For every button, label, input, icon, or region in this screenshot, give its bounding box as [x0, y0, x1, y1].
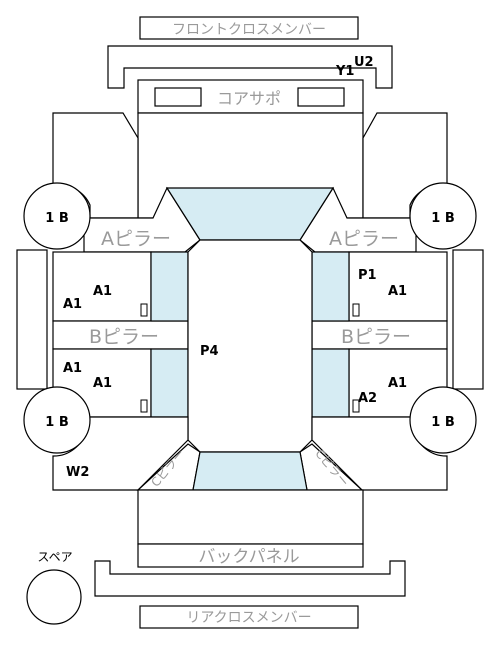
code-y1: Y1	[335, 64, 354, 79]
code-left-rear-a1-upper: A1	[63, 361, 82, 376]
trunk-lid	[137, 489, 364, 545]
back-panel-label: バックパネル	[198, 547, 299, 567]
front-bumper	[107, 45, 393, 89]
code-left-rear-a1-lower: A1	[93, 376, 112, 391]
a-pillar-right-label: Aピラー	[329, 228, 399, 250]
b-pillar-right	[311, 320, 448, 350]
right-front-door	[348, 251, 448, 322]
code-rear-left-w2: W2	[66, 465, 89, 480]
rear-cross-member-box	[139, 605, 359, 629]
rear-cross-member-label: リアクロスメンバー	[186, 610, 311, 626]
a-pillar-left-label: Aピラー	[101, 228, 171, 250]
back-panel-box	[137, 543, 364, 568]
code-right-front-p1: P1	[358, 268, 377, 283]
code-roof-p4: P4	[200, 344, 219, 359]
wheel-front-left-code: 1 B	[45, 211, 68, 226]
wheel-rear-left-code: 1 B	[45, 415, 68, 430]
right-front-door-handle	[352, 303, 360, 317]
code-right-rear-a1: A1	[388, 376, 407, 391]
wheel-rear-right-code: 1 B	[431, 415, 454, 430]
wheel-front-left	[23, 182, 91, 250]
core-support-label: コアサポ	[217, 89, 281, 108]
right-rear-window	[311, 348, 350, 418]
code-left-front-a1-upper: A1	[93, 284, 112, 299]
left-rear-window	[150, 348, 189, 418]
left-front-window	[150, 251, 189, 322]
right-rear-door-handle	[352, 399, 360, 413]
b-pillar-right-label: Bピラー	[341, 326, 411, 348]
spare-tire	[26, 569, 82, 625]
wheel-front-right	[409, 182, 477, 250]
headlight-right	[297, 87, 345, 107]
rear-bumper	[94, 560, 406, 597]
left-rear-door-handle	[140, 399, 148, 413]
wheel-front-right-code: 1 B	[431, 211, 454, 226]
rear-window	[192, 451, 308, 491]
spare-label: スペア	[37, 550, 72, 564]
code-u2: U2	[354, 55, 374, 70]
code-left-front-a1-lower: A1	[63, 297, 82, 312]
right-front-window	[311, 251, 350, 322]
left-front-door-handle	[140, 303, 148, 317]
front-cross-member-label: フロントクロスメンバー	[172, 22, 326, 38]
b-pillar-left-label: Bピラー	[89, 326, 159, 348]
wheel-rear-right	[409, 386, 477, 454]
code-right-front-a1: A1	[388, 284, 407, 299]
front-cross-member-box	[139, 16, 359, 40]
left-side-sill	[16, 249, 48, 390]
headlight-left	[154, 87, 202, 107]
right-side-sill	[452, 249, 484, 390]
wheel-rear-left	[23, 386, 91, 454]
code-right-rear-a2: A2	[358, 391, 377, 406]
left-front-door	[52, 251, 152, 322]
